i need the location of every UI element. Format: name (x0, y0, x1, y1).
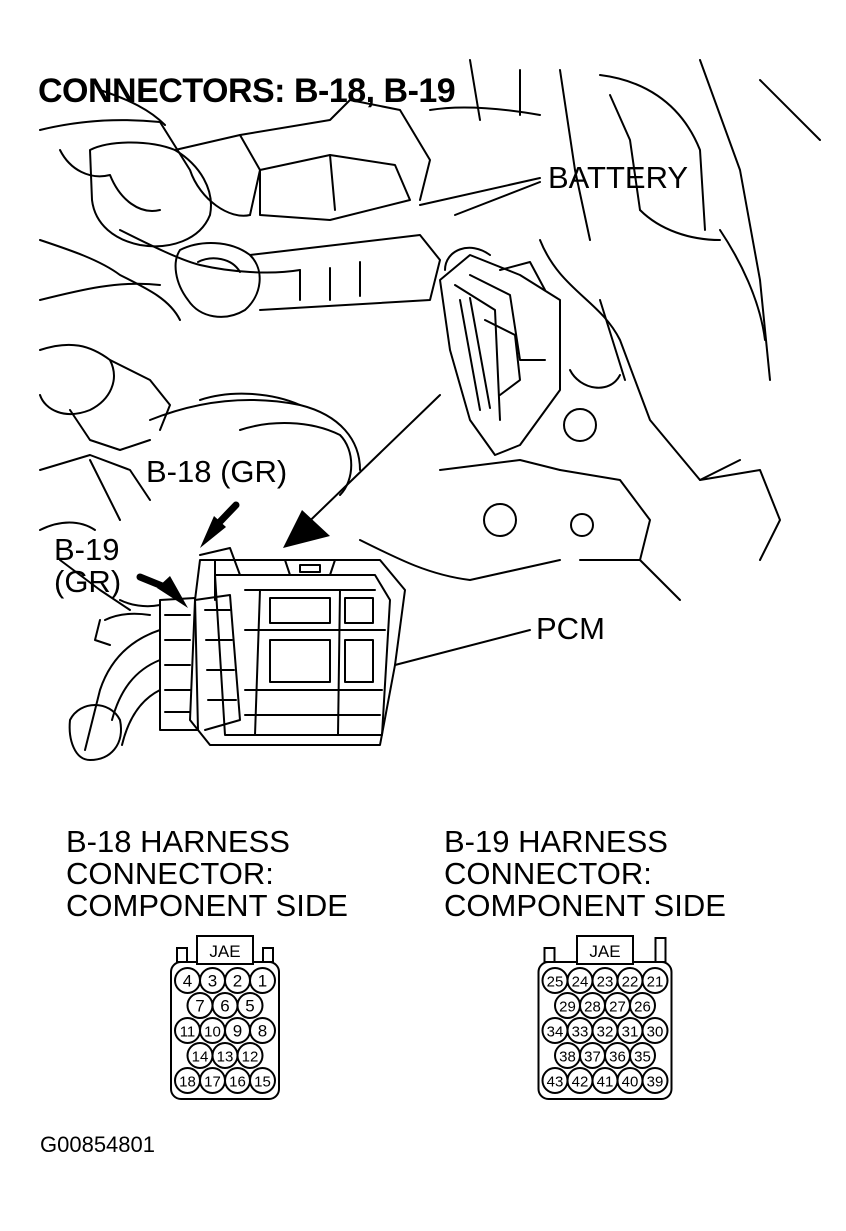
connector-pin-number: 39 (647, 1074, 664, 1091)
heading-line: CONNECTOR: (66, 856, 274, 891)
connector-pin-number: 21 (647, 974, 664, 991)
connector-pin-number: 18 (179, 1074, 196, 1091)
connector-pin-number: 41 (597, 1074, 614, 1091)
connector-pin (236, 992, 264, 1019)
pcm-arrowhead (283, 510, 330, 548)
connector-pin (641, 1067, 669, 1094)
connector-pin (629, 992, 656, 1019)
connector-pin-number: 16 (229, 1074, 246, 1091)
connector-pin-number: 43 (547, 1074, 564, 1091)
connector-key-label: JAE (589, 942, 620, 961)
connector-pin-number: 13 (217, 1049, 234, 1066)
connector-pin-number: 1 (258, 972, 267, 991)
connector-pin-number: 6 (220, 997, 229, 1016)
connector-pin-number: 31 (622, 1024, 639, 1041)
connector-pin-number: 27 (609, 999, 626, 1016)
connector-pin-number: 2 (233, 972, 242, 991)
battery-label: BATTERY (548, 160, 689, 195)
connector-pin-number: 23 (597, 974, 614, 991)
connector-pin-number: 28 (584, 999, 601, 1016)
connector-pin-number: 30 (647, 1024, 664, 1041)
connector-pin-number: 17 (204, 1074, 221, 1091)
engine-bay-illustration (39, 59, 821, 761)
connector-pin-number: 36 (609, 1049, 626, 1066)
b18-callout-label: B-18 (GR) (146, 454, 288, 489)
figure-id: G00854801 (40, 1132, 155, 1157)
b19-connector-face: JAE 25 24 23 22 21 29 28 27 26 34 33 32 31 30 38 37 36 35 4… (537, 935, 673, 1100)
heading-line: CONNECTOR: (444, 856, 652, 891)
connector-pin-number: 4 (183, 972, 192, 991)
connector-key-label: JAE (209, 942, 240, 961)
b18-connector-heading: B-18 HARNESS CONNECTOR: COMPONENT SIDE (66, 826, 348, 922)
connector-pin-number: 11 (180, 1024, 196, 1041)
connector-pin (641, 1017, 669, 1044)
connector-pin-number: 7 (195, 997, 204, 1016)
connector-pin-number: 35 (634, 1049, 651, 1066)
connector-pin-number: 38 (559, 1049, 576, 1066)
connector-pin-number: 40 (622, 1074, 639, 1091)
connector-pin-number: 29 (559, 999, 576, 1016)
connector-pin-number: 33 (572, 1024, 589, 1041)
heading-line: COMPONENT SIDE (66, 888, 348, 923)
heading-line: B-19 HARNESS (444, 824, 668, 859)
connector-pin-number: 26 (634, 999, 651, 1016)
connector-pin (249, 1067, 276, 1094)
connector-pin-number: 14 (192, 1049, 209, 1066)
connector-pin-number: 25 (547, 974, 564, 991)
connector-pin-number: 34 (547, 1024, 564, 1041)
connector-pin-number: 8 (258, 1022, 267, 1041)
connector-pin-number: 22 (622, 974, 639, 991)
connector-pin-number: 12 (242, 1049, 259, 1066)
connector-pin-number: 10 (204, 1024, 221, 1041)
connector-pin (249, 1017, 276, 1044)
connector-pin-number: 42 (572, 1074, 589, 1091)
b19-callout-label-line2: (GR) (54, 564, 122, 599)
connector-pin (249, 967, 276, 994)
connector-pin-number: 9 (233, 1022, 242, 1041)
connector-pin-number: 37 (584, 1049, 601, 1066)
connector-pin-number: 5 (245, 997, 254, 1016)
page-title: CONNECTORS: B-18, B-19 (38, 72, 456, 110)
connector-pin (236, 1042, 264, 1069)
pcm-label: PCM (536, 611, 605, 646)
connector-pin-number: 32 (597, 1024, 614, 1041)
connector-pin (629, 1042, 656, 1069)
connector-pin-number: 15 (254, 1074, 271, 1091)
b19-callout-label-line1: B-19 (54, 532, 120, 567)
connector-pin-number: 24 (572, 974, 589, 991)
connector-pin-number: 3 (208, 972, 217, 991)
b19-connector-heading: B-19 HARNESS CONNECTOR: COMPONENT SIDE (444, 826, 726, 922)
heading-line: COMPONENT SIDE (444, 888, 726, 923)
heading-line: B-18 HARNESS (66, 824, 290, 859)
connector-pin (641, 967, 669, 994)
